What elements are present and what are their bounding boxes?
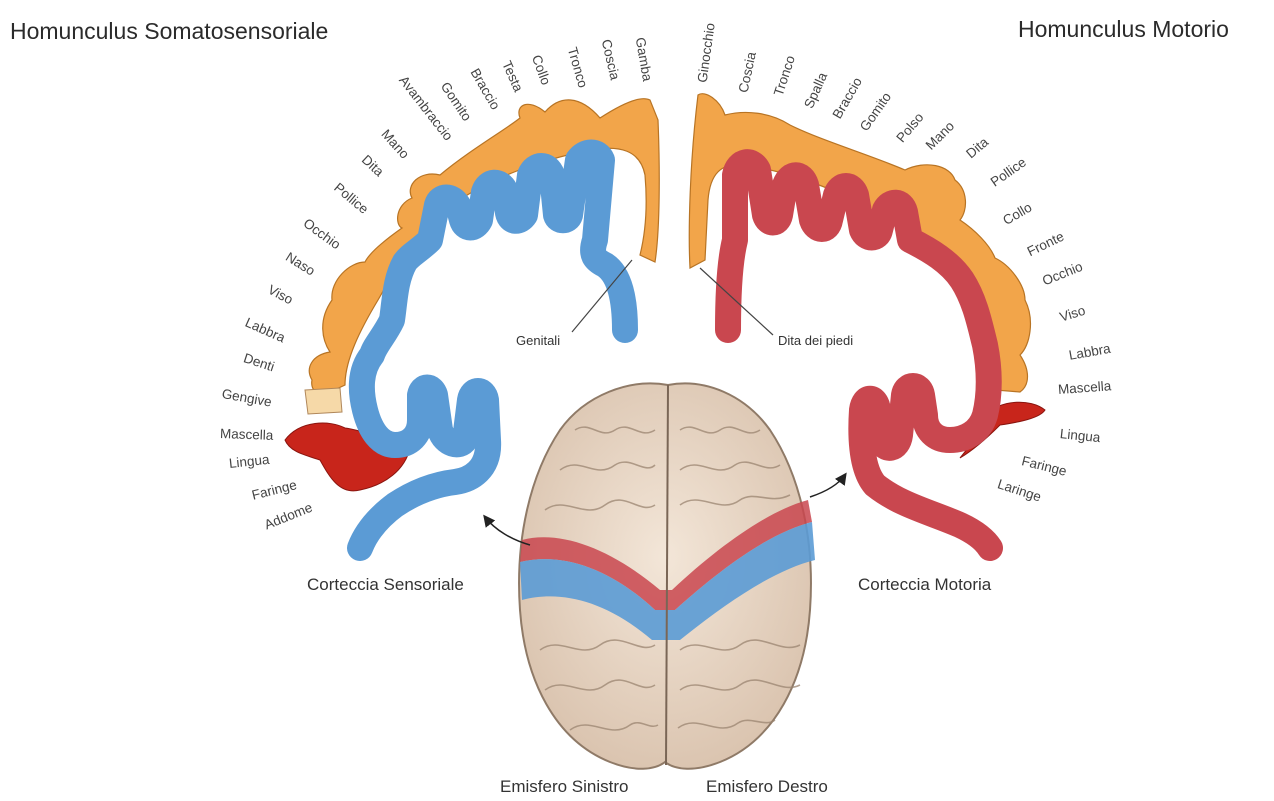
motor-arrow <box>810 475 845 497</box>
sensory-label-mascella: Mascella <box>220 426 274 443</box>
motor-homunculus-title: Homunculus Motorio <box>1018 16 1229 43</box>
motor-cortex-caption: Corteccia Motoria <box>858 575 991 595</box>
sensory-homunculus-title: Homunculus Somatosensoriale <box>10 18 328 45</box>
right-hemisphere-caption: Emisfero Destro <box>706 777 828 797</box>
left-hemisphere-caption: Emisfero Sinistro <box>500 777 628 797</box>
sensory-cortex-caption: Corteccia Sensoriale <box>307 575 464 595</box>
genitali-label: Genitali <box>516 333 560 348</box>
dita-piedi-label: Dita dei piedi <box>778 333 853 348</box>
brain-top-view <box>519 383 815 768</box>
